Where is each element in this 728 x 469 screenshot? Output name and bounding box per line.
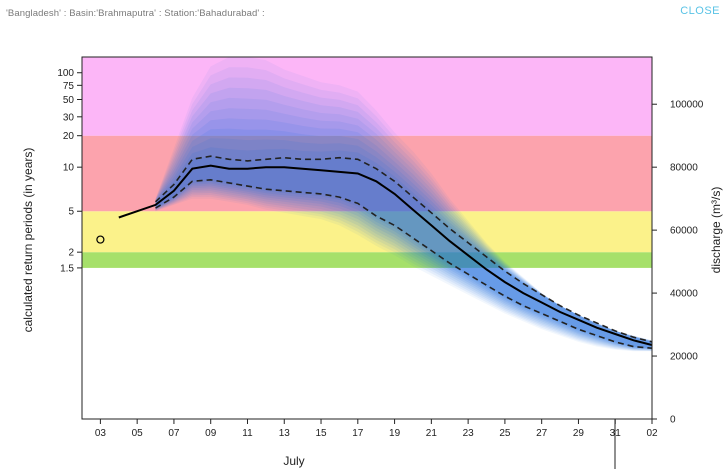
close-button[interactable]: CLOSE xyxy=(680,5,720,17)
y-tick-label: 2 xyxy=(68,248,74,259)
y2-tick-label: 0 xyxy=(670,415,676,426)
y2-tick-label: 80000 xyxy=(670,163,698,174)
x-tick-label: 02 xyxy=(646,428,658,439)
y2-tick-label: 40000 xyxy=(670,289,698,300)
ensemble-band-7 xyxy=(155,128,652,350)
y-tick-label: 100 xyxy=(57,68,74,79)
y-tick-label: 20 xyxy=(63,131,75,142)
ensemble-band-5 xyxy=(155,108,652,350)
threshold-band-3 xyxy=(82,57,652,136)
axis-ticks: 030507091113151719212325272931021.525102… xyxy=(57,68,704,469)
x-tick-label: 27 xyxy=(536,428,548,439)
threshold-bands xyxy=(82,57,652,268)
x-tick-label: 07 xyxy=(168,428,180,439)
observed-point xyxy=(96,235,105,244)
x-tick-label: 23 xyxy=(463,428,475,439)
x-axis-title: July xyxy=(283,454,304,468)
x-tick-label: 21 xyxy=(426,428,438,439)
upper-quartile-line xyxy=(154,155,652,343)
station-title: 'Bangladesh' : Basin:'Brahmaputra' : Sta… xyxy=(6,8,265,19)
y2-tick-label: 100000 xyxy=(670,100,704,111)
threshold-band-0 xyxy=(82,252,652,268)
y-tick-label: 5 xyxy=(68,207,74,218)
y-axis-title: calculated return periods (in years) xyxy=(21,148,35,333)
ensemble-band-4 xyxy=(155,97,652,351)
x-tick-label: 17 xyxy=(352,428,364,439)
x-tick-label: 05 xyxy=(132,428,144,439)
dialog-header: 'Bangladesh' : Basin:'Brahmaputra' : Sta… xyxy=(0,0,728,26)
y-tick-label: 30 xyxy=(63,112,75,123)
x-tick-label: 15 xyxy=(315,428,327,439)
threshold-band-2 xyxy=(82,135,652,212)
x-tick-label: 11 xyxy=(242,428,253,439)
ensemble-band-0 xyxy=(155,57,652,352)
y2-tick-label: 60000 xyxy=(670,226,698,237)
ensemble-band-3 xyxy=(155,87,652,351)
y2-axis-title: discharge (m³/s) xyxy=(709,187,723,274)
median-line xyxy=(118,164,652,346)
threshold-band-1 xyxy=(82,211,652,253)
y-tick-label: 10 xyxy=(63,163,75,174)
x-tick-label: 19 xyxy=(389,428,401,439)
ensemble-band-10 xyxy=(155,156,652,349)
ensemble-band-2 xyxy=(155,77,652,351)
y2-tick-label: 20000 xyxy=(670,352,698,363)
x-tick-label: 13 xyxy=(279,428,291,439)
y-tick-label: 75 xyxy=(63,81,75,92)
x-tick-label: 29 xyxy=(573,428,585,439)
y-tick-label: 1.5 xyxy=(60,263,74,274)
ensemble-band-9 xyxy=(155,147,652,349)
x-tick-label: 03 xyxy=(95,428,107,439)
x-tick-label: 25 xyxy=(499,428,511,439)
plot-frame xyxy=(81,56,653,420)
ensemble-band-6 xyxy=(155,118,652,350)
x-tick-label: 09 xyxy=(205,428,217,439)
y-tick-label: 50 xyxy=(63,95,75,106)
forecast-lines xyxy=(96,155,652,349)
ensemble-band-1 xyxy=(155,67,652,351)
lower-quartile-line xyxy=(155,178,652,349)
